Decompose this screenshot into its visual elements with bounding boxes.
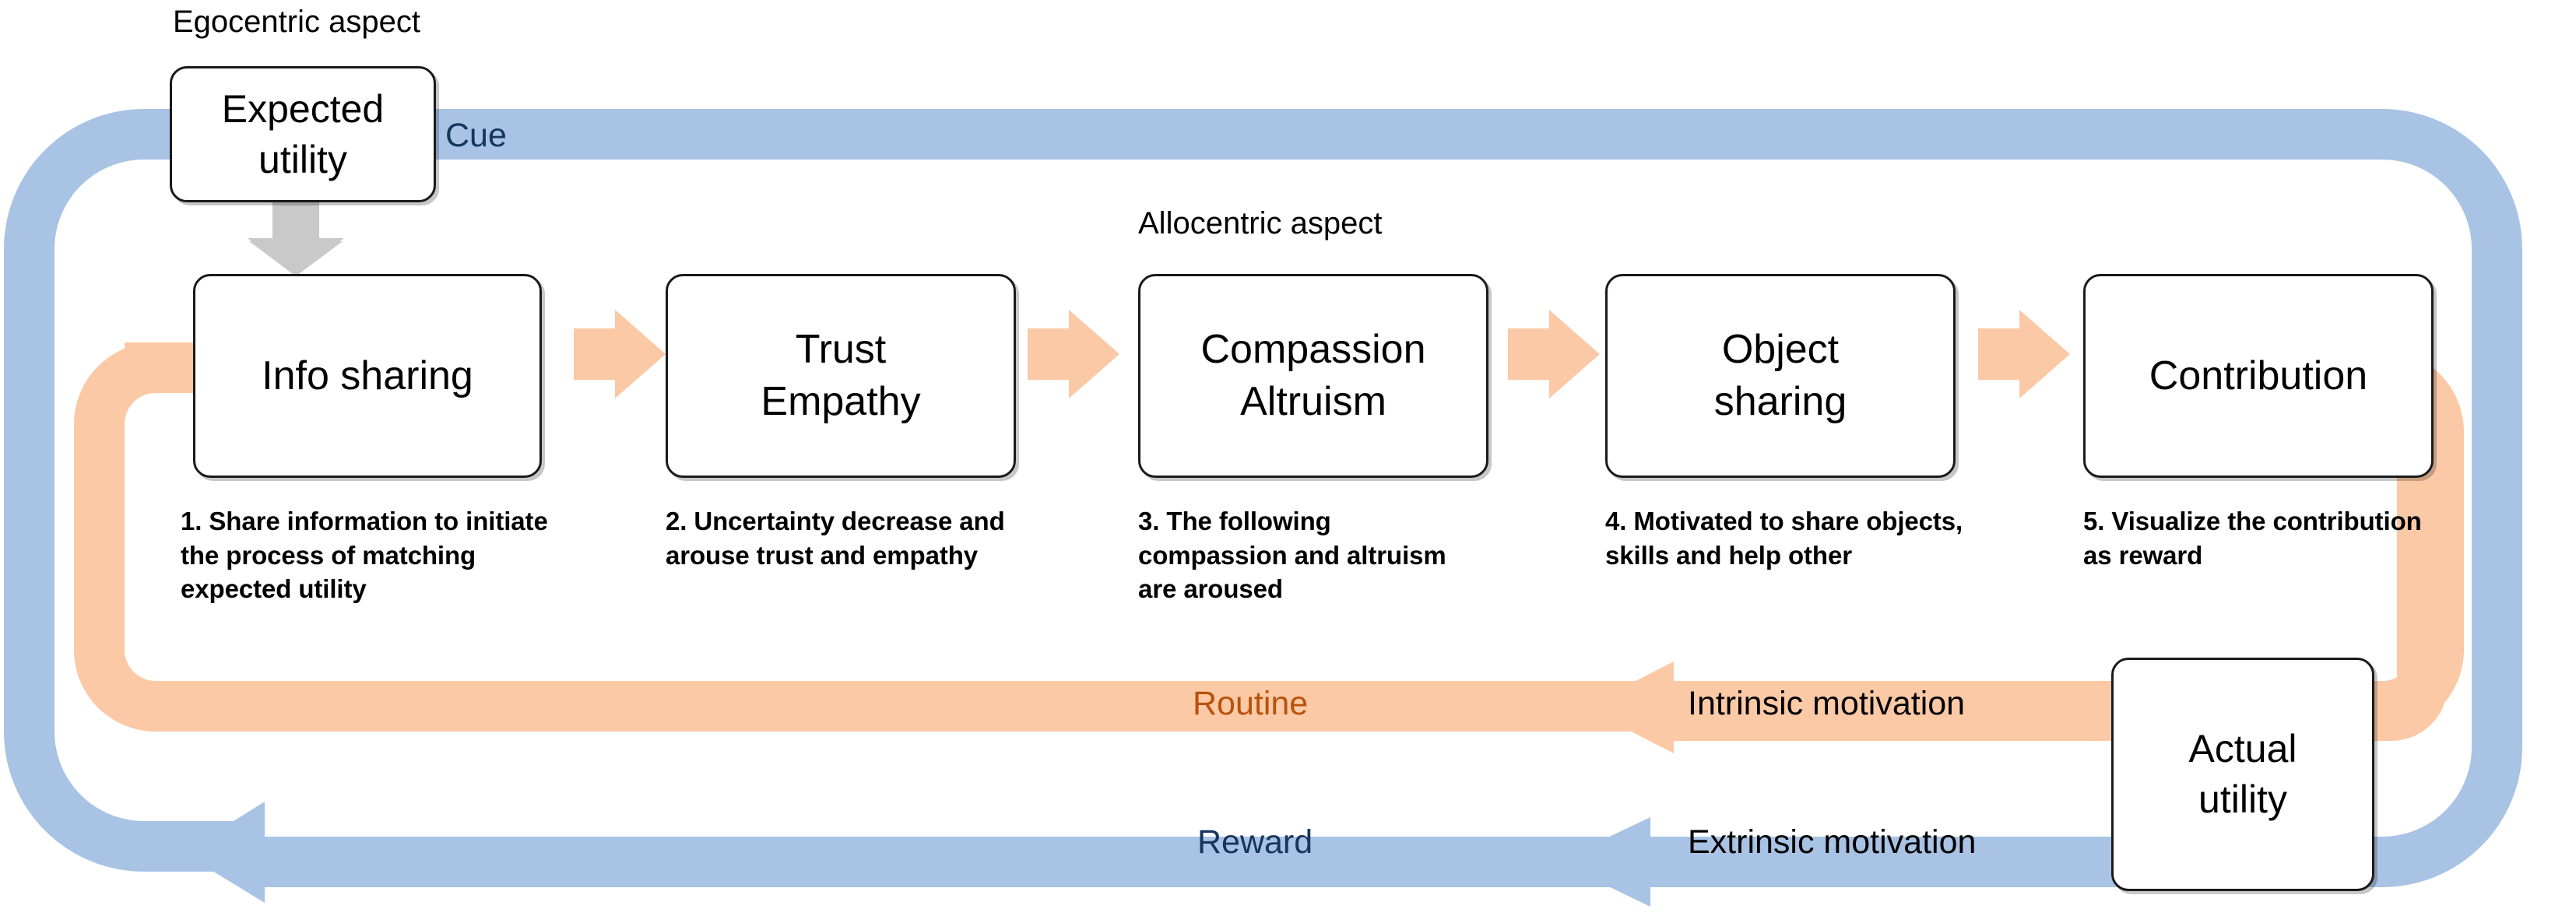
stage-box-contribution[interactable]: Contribution <box>2083 274 2434 478</box>
stage-4-title-line2: sharing <box>1713 379 1847 424</box>
orange-right-arrow-2 <box>1028 310 1119 398</box>
stage-box-trust-empathy[interactable]: Trust Empathy <box>666 274 1016 478</box>
stage-box-compassion-altruism[interactable]: Compassion Altruism <box>1138 274 1488 478</box>
allocentric-aspect-label: Allocentric aspect <box>1138 206 1383 240</box>
reward-label: Reward <box>1197 823 1313 861</box>
blue-arrowhead-left <box>183 802 265 903</box>
stage-5-caption: 5. Visualize the contribution as reward <box>2083 507 2422 570</box>
actual-utility-box[interactable]: Actual utility <box>2111 658 2374 891</box>
intrinsic-motivation-label: Intrinsic motivation <box>1688 685 1966 722</box>
stage-1-caption: 1. Share information to initiate the pro… <box>181 507 548 604</box>
stage-2-title-line2: Empathy <box>761 379 921 424</box>
stage-box-info-sharing[interactable]: Info sharing <box>193 274 542 478</box>
orange-right-arrow-4 <box>1978 310 2070 398</box>
stage-2-caption: 2. Uncertainty decrease and arouse trust… <box>666 507 1005 570</box>
expected-utility-line1: Expected <box>221 86 385 131</box>
orange-left-return <box>74 342 206 732</box>
stage-3-title-line2: Altruism <box>1240 379 1386 424</box>
blue-reward-band <box>265 837 2382 887</box>
actual-utility-line1: Actual <box>2188 727 2297 770</box>
stage-3-caption: 3. The following compassion and altruism… <box>1138 507 1446 604</box>
stage-5-title-line1: Contribution <box>2149 353 2368 398</box>
expected-utility-line2: utility <box>258 137 347 181</box>
stage-4-title-line1: Object <box>1721 327 1840 373</box>
egocentric-aspect-label: Egocentric aspect <box>173 5 420 39</box>
gray-down-arrow-body <box>248 199 344 274</box>
orange-routine-band <box>156 681 2382 732</box>
blue-arrowhead-mid <box>1557 817 1650 907</box>
stage-4-caption: 4. Motivated to share objects, skills an… <box>1605 507 1963 570</box>
stage-box-object-sharing[interactable]: Object sharing <box>1605 274 1956 478</box>
extrinsic-motivation-label: Extrinsic motivation <box>1688 823 1977 861</box>
orange-arrowhead-mid <box>1584 662 1674 753</box>
actual-utility-line2: utility <box>2198 777 2287 821</box>
routine-label: Routine <box>1193 685 1309 722</box>
orange-right-arrow-3 <box>1508 310 1600 398</box>
stage-3-title-line1: Compassion <box>1200 327 1426 373</box>
blue-left-return <box>4 109 257 872</box>
cue-label: Cue <box>445 117 507 154</box>
expected-utility-box[interactable]: Expected utility <box>170 66 436 202</box>
stage-2-title-line1: Trust <box>795 327 887 373</box>
stage-1-title-line1: Info sharing <box>262 353 473 398</box>
orange-right-arrow-1 <box>574 310 666 398</box>
